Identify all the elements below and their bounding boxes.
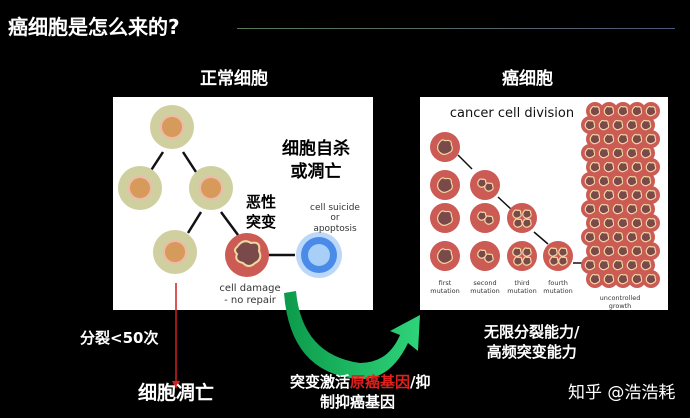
oncogene-highlight: 原癌基因 <box>350 373 411 391</box>
stage-label: mutation <box>430 287 459 295</box>
normal-cell <box>153 230 197 274</box>
stage-label: first <box>439 279 452 287</box>
stage-label: third <box>514 279 529 287</box>
suicide-en-line3: apoptosis <box>313 224 357 234</box>
cancer-cell <box>470 170 500 200</box>
division-limit-label: 分裂<50次 <box>80 329 159 347</box>
suicide-en-line2: or <box>330 213 340 223</box>
stage-label: mutation <box>543 287 572 295</box>
cancer-cell <box>470 203 500 233</box>
normal-cell-diagram: 细胞自杀 或凋亡 恶性 突变 cell suicide or apoptosis… <box>113 97 373 310</box>
normal-cells <box>118 105 233 274</box>
mutation-cn-line1: 恶性 <box>246 193 276 211</box>
arrow-caption-pre: 突变激活 <box>290 373 351 391</box>
watermark: 知乎 @浩浩耗 <box>568 383 676 403</box>
damage-en-line1: cell damage <box>219 283 280 294</box>
cancer-diagram-title: cancer cell division <box>450 106 574 121</box>
growth-label-line2: growth <box>609 302 632 310</box>
cancer-cell <box>430 203 460 233</box>
page-title: 癌细胞是怎么来的? <box>8 15 180 39</box>
cancer-cell <box>430 170 460 200</box>
cancer-cell <box>543 241 573 271</box>
cancer-cell-heading: 癌细胞 <box>502 69 553 89</box>
suicide-cn-line1: 细胞自杀 <box>282 138 350 159</box>
damaged-cell <box>225 233 269 277</box>
stage-label: mutation <box>470 287 499 295</box>
stage-label: mutation <box>507 287 536 295</box>
uncontrolled-growth-cluster <box>581 102 660 288</box>
cancer-cell <box>470 241 500 271</box>
cancer-cell <box>507 241 537 271</box>
arrow-caption-post: /抑 <box>410 373 431 391</box>
cancer-caption-line1: 无限分裂能力/ <box>484 323 580 341</box>
apoptosis-cell <box>296 232 342 278</box>
cancer-caption-line2: 高频突变能力 <box>486 343 577 361</box>
arrow-caption-line2: 制抑癌基因 <box>320 393 396 411</box>
cancer-cell <box>430 241 460 271</box>
stage-label: second <box>473 279 496 287</box>
division-arrow <box>172 283 180 389</box>
mutation-arrow <box>284 291 420 380</box>
growth-label-line1: uncontrolled <box>600 294 641 302</box>
arrow-caption: 突变激活原癌基因/抑 制抑癌基因 <box>290 372 431 412</box>
cancer-cell <box>430 132 460 162</box>
suicide-en-line1: cell suicide <box>310 203 360 213</box>
cancer-caption: 无限分裂能力/ 高频突变能力 <box>484 322 579 362</box>
suicide-cn-line2: 或凋亡 <box>291 161 342 182</box>
normal-cell-heading: 正常细胞 <box>200 69 268 89</box>
normal-cell <box>150 105 194 149</box>
damage-en-line2: - no repair <box>224 295 277 306</box>
title-divider <box>237 28 675 29</box>
cancer-cell <box>507 203 537 233</box>
mutation-cn-line2: 突变 <box>246 213 276 231</box>
cell-death-label: 细胞凋亡 <box>138 382 215 404</box>
normal-cell <box>189 166 233 210</box>
normal-cell <box>118 166 162 210</box>
stage-label: fourth <box>548 279 568 287</box>
